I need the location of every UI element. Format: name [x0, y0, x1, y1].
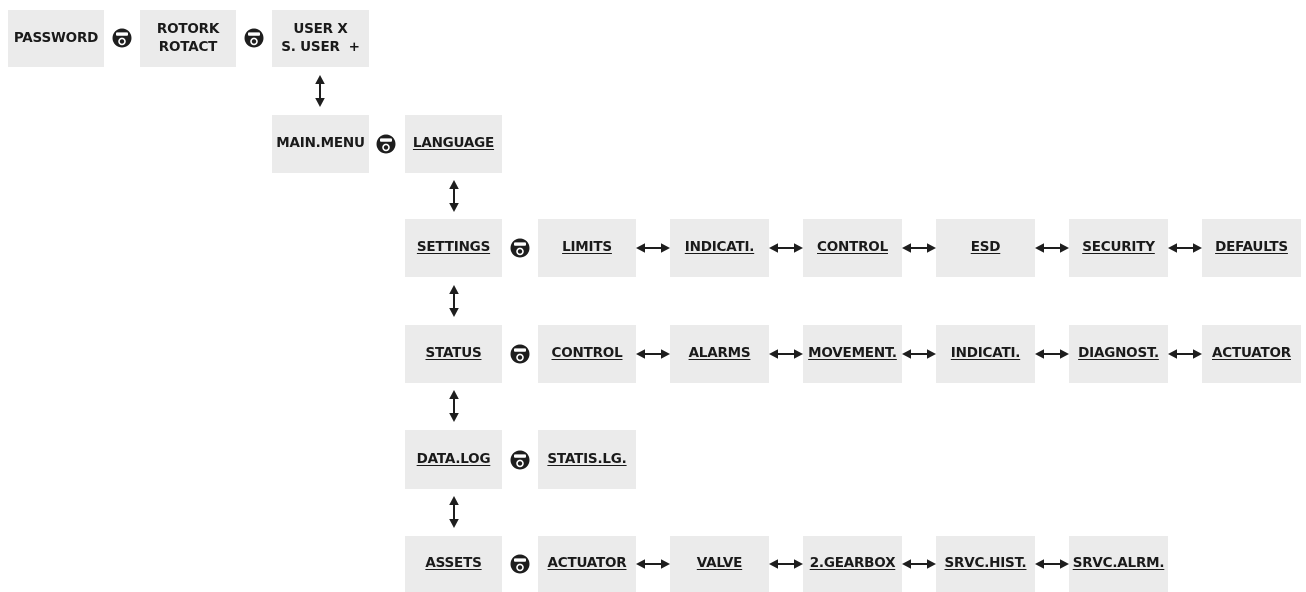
assets-item-label: SRVC.ALRM. — [1072, 555, 1165, 572]
status-node: STATUS — [405, 325, 502, 383]
status-item: ACTUATOR — [1202, 325, 1301, 383]
settings-item-label: CONTROL — [817, 239, 888, 256]
settings-item: SECURITY — [1069, 219, 1168, 277]
settings-item-label: ESD — [970, 239, 1001, 256]
settings-node: SETTINGS — [405, 219, 502, 277]
status-item: ALARMS — [670, 325, 769, 383]
datalog-item: STATIS.LG. — [538, 430, 636, 489]
leftright-arrow-icon — [902, 559, 936, 569]
knob-icon — [509, 343, 531, 365]
leftright-arrow-icon — [1168, 243, 1202, 253]
assets-item: 2.GEARBOX — [803, 536, 902, 592]
knob-icon — [509, 449, 531, 471]
leftright-arrow-icon — [902, 349, 936, 359]
leftright-arrow-icon — [636, 559, 670, 569]
updown-arrow-icon — [449, 390, 459, 422]
status-item: DIAGNOST. — [1069, 325, 1168, 383]
assets-item-label: ACTUATOR — [547, 555, 627, 572]
leftright-arrow-icon — [769, 559, 803, 569]
settings-item-label: DEFAULTS — [1215, 239, 1288, 256]
settings-item-label: INDICATI. — [684, 239, 755, 256]
updown-arrow-icon — [449, 496, 459, 528]
status-item-label: ALARMS — [688, 345, 751, 362]
datalog-item-label: STATIS.LG. — [547, 450, 627, 467]
leftright-arrow-icon — [769, 243, 803, 253]
status-label: STATUS — [425, 345, 482, 362]
knob-icon — [243, 27, 265, 49]
user-label-line2: S. USER + — [281, 38, 360, 55]
main-menu-node: MAIN.MENU — [272, 115, 369, 173]
assets-label: ASSETS — [425, 555, 482, 572]
leftright-arrow-icon — [769, 349, 803, 359]
updown-arrow-icon — [449, 285, 459, 317]
settings-item: ESD — [936, 219, 1035, 277]
leftright-arrow-icon — [1035, 243, 1069, 253]
updown-arrow-icon — [449, 180, 459, 212]
user-label-line1: USER X — [293, 20, 348, 37]
assets-item: SRVC.HIST. — [936, 536, 1035, 592]
leftright-arrow-icon — [636, 243, 670, 253]
status-item: MOVEMENT. — [803, 325, 902, 383]
settings-item-label: SECURITY — [1082, 239, 1155, 256]
password-label: PASSWORD — [13, 29, 99, 46]
rotork-node: ROTORK ROTACT — [140, 10, 236, 67]
status-item-label: INDICATI. — [950, 345, 1021, 362]
updown-arrow-icon — [315, 75, 325, 107]
leftright-arrow-icon — [902, 243, 936, 253]
leftright-arrow-icon — [1168, 349, 1202, 359]
settings-label: SETTINGS — [416, 239, 491, 256]
settings-item: CONTROL — [803, 219, 902, 277]
datalog-node: DATA.LOG — [405, 430, 502, 489]
main-menu-label: MAIN.MENU — [276, 135, 365, 152]
language-label: LANGUAGE — [412, 135, 495, 152]
assets-item-label: 2.GEARBOX — [809, 555, 896, 572]
leftright-arrow-icon — [1035, 349, 1069, 359]
assets-node: ASSETS — [405, 536, 502, 592]
assets-item-label: SRVC.HIST. — [944, 555, 1027, 572]
assets-item: VALVE — [670, 536, 769, 592]
language-node: LANGUAGE — [405, 115, 502, 173]
rotork-label-line1: ROTORK — [156, 20, 220, 37]
knob-icon — [111, 27, 133, 49]
settings-item-label: LIMITS — [562, 239, 612, 256]
knob-icon — [509, 553, 531, 575]
status-item: INDICATI. — [936, 325, 1035, 383]
user-node: USER X S. USER + — [272, 10, 369, 67]
settings-item: DEFAULTS — [1202, 219, 1301, 277]
settings-item: LIMITS — [538, 219, 636, 277]
status-item-label: ACTUATOR — [1212, 345, 1291, 362]
knob-icon — [509, 237, 531, 259]
assets-item-label: VALVE — [696, 555, 743, 572]
status-item-label: MOVEMENT. — [808, 345, 897, 362]
rotork-label-line2: ROTACT — [158, 38, 218, 55]
leftright-arrow-icon — [636, 349, 670, 359]
assets-item: ACTUATOR — [538, 536, 636, 592]
status-item: CONTROL — [538, 325, 636, 383]
assets-item: SRVC.ALRM. — [1069, 536, 1168, 592]
status-item-label: CONTROL — [551, 345, 623, 362]
leftright-arrow-icon — [1035, 559, 1069, 569]
datalog-label: DATA.LOG — [416, 450, 491, 467]
knob-icon — [375, 133, 397, 155]
settings-item: INDICATI. — [670, 219, 769, 277]
password-node: PASSWORD — [8, 10, 104, 67]
status-item-label: DIAGNOST. — [1078, 345, 1159, 362]
